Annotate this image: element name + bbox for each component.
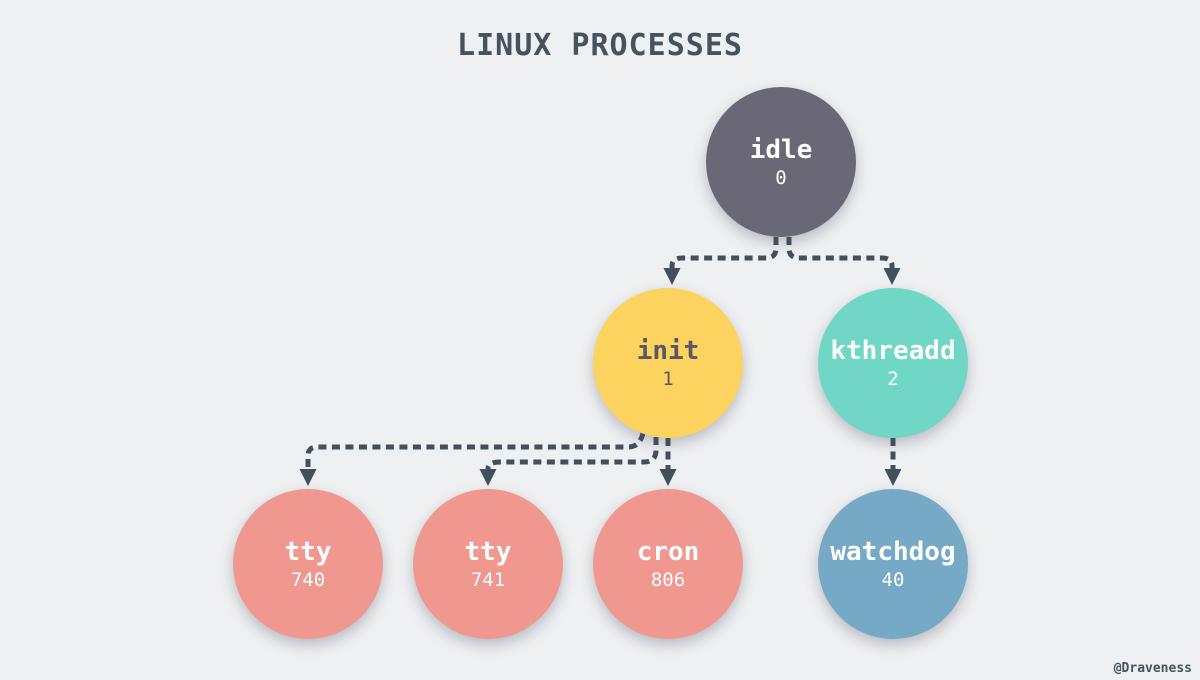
process-name: tty bbox=[284, 536, 332, 567]
edge-init-tty-740 bbox=[299, 432, 646, 486]
process-pid: 40 bbox=[881, 569, 905, 592]
node-idle: idle 0 bbox=[706, 87, 856, 237]
page-title: LINUX PROCESSES bbox=[457, 28, 743, 63]
process-name: cron bbox=[636, 536, 700, 567]
process-pid: 806 bbox=[650, 569, 686, 592]
arrowhead-icon bbox=[663, 268, 681, 285]
arrowhead-icon bbox=[299, 469, 317, 486]
credit-watermark: @Draveness bbox=[1113, 661, 1192, 676]
edge-idle-init bbox=[663, 237, 779, 285]
node-watchdog: watchdog 40 bbox=[818, 489, 968, 639]
edge-init-tty-741 bbox=[479, 437, 659, 486]
node-kthreadd: kthreadd 2 bbox=[818, 288, 968, 438]
edge-kthreadd-watchdog bbox=[884, 438, 902, 486]
process-name: watchdog bbox=[830, 536, 956, 567]
process-pid: 0 bbox=[775, 167, 787, 190]
node-tty-741: tty 741 bbox=[413, 489, 563, 639]
process-pid: 741 bbox=[470, 569, 506, 592]
process-pid: 740 bbox=[290, 569, 326, 592]
process-name: idle bbox=[749, 134, 813, 165]
edge-init-cron bbox=[659, 438, 677, 486]
arrowhead-icon bbox=[479, 469, 497, 486]
process-name: kthreadd bbox=[830, 335, 956, 366]
node-cron: cron 806 bbox=[593, 489, 743, 639]
arrowhead-icon bbox=[883, 268, 901, 285]
process-name: tty bbox=[464, 536, 512, 567]
node-init: init 1 bbox=[593, 288, 743, 438]
process-pid: 1 bbox=[662, 368, 674, 391]
arrowhead-icon bbox=[659, 469, 677, 486]
edge-idle-kthreadd bbox=[786, 237, 901, 285]
node-tty-740: tty 740 bbox=[233, 489, 383, 639]
process-name: init bbox=[636, 335, 700, 366]
arrowhead-icon bbox=[884, 469, 902, 486]
process-pid: 2 bbox=[887, 368, 899, 391]
